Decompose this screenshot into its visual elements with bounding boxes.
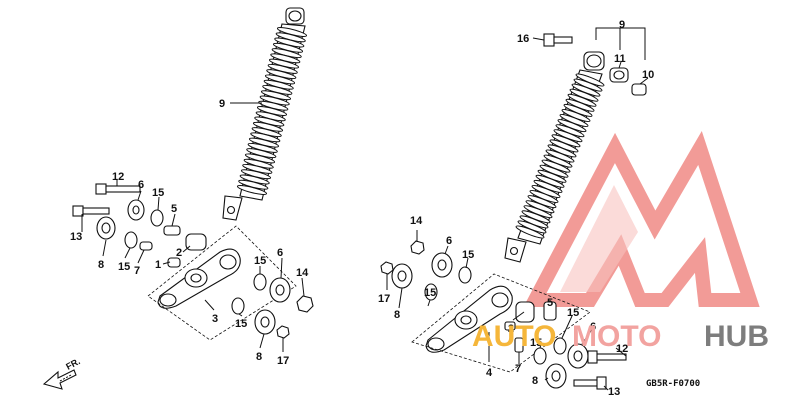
watermark-word-hub: HUB xyxy=(704,320,769,353)
label-nut-left: 14 xyxy=(296,267,309,279)
front-arrow-icon xyxy=(42,369,77,390)
bolt-12-left xyxy=(95,183,141,195)
label-seal-d-left: 15 xyxy=(235,318,247,330)
label-collar-a-left: 6 xyxy=(138,179,144,191)
label-bush-a-left: 5 xyxy=(171,203,177,215)
seal-15-left xyxy=(150,209,164,227)
left-assembly: 9 12 13 6 15 5 8 15 7 1 2 15 6 14 3 15 8… xyxy=(70,7,314,367)
link-3-left xyxy=(157,233,241,309)
label-collar-b-left: 2 xyxy=(176,247,182,259)
label-nut-14-right: 14 xyxy=(410,215,423,227)
label-bush-11-right: 11 xyxy=(614,53,626,65)
bush-10-right xyxy=(631,83,647,96)
shock-absorber-left xyxy=(222,7,308,221)
label-cap-8b-right: 8 xyxy=(532,375,538,387)
label-collar-6b-right: 6 xyxy=(590,321,596,333)
label-bush-b-left: 1 xyxy=(155,259,161,271)
label-nut-17-right: 17 xyxy=(378,293,390,305)
front-arrow-label: FR. xyxy=(64,356,81,372)
shock-absorber-right xyxy=(504,51,605,263)
label-shock-group-right: 9 xyxy=(619,19,625,31)
nut-17-right xyxy=(380,261,394,275)
bolt-13-left xyxy=(72,205,110,217)
label-bolt-right: 16 xyxy=(517,33,529,45)
nut-17-left xyxy=(276,325,290,339)
label-bush-10-right: 10 xyxy=(642,69,654,81)
label-bolt-upper-left: 12 xyxy=(112,171,124,183)
label-bolt-12-right: 12 xyxy=(616,343,628,355)
bolt-12-right xyxy=(587,350,627,364)
label-cap-a-left: 8 xyxy=(98,259,104,271)
label-cap-b-left: 6 xyxy=(277,247,283,259)
seal-15c-left xyxy=(253,273,267,291)
label-pin-left: 7 xyxy=(134,265,140,277)
label-seal-15c-right: 15 xyxy=(567,307,579,319)
part-code: GB5R-F0700 xyxy=(646,379,700,389)
label-cap-8a-right: 8 xyxy=(394,309,400,321)
bolt-16-right xyxy=(543,33,573,47)
label-bolt-lower-left: 13 xyxy=(70,231,82,243)
seal-15b-left xyxy=(124,231,138,249)
watermark-text: AUTO MOTO HUB xyxy=(472,320,769,353)
link-4-right xyxy=(425,285,557,353)
watermark-word-moto: MOTO xyxy=(572,320,661,353)
label-nut-b-left: 17 xyxy=(277,355,289,367)
label-shock-left: 9 xyxy=(219,98,225,110)
nut-14-right xyxy=(410,240,425,255)
label-collar-2-right: 2 xyxy=(508,323,514,335)
bush-5-left xyxy=(163,225,181,236)
label-link-left: 3 xyxy=(212,313,218,325)
nut-14-left xyxy=(296,295,314,313)
pin-7-left xyxy=(139,241,153,251)
seal-15b-right xyxy=(424,283,438,301)
seal-15d-left xyxy=(231,297,245,315)
label-pin-7-right: 7 xyxy=(515,363,521,375)
label-cap-c-left: 8 xyxy=(256,351,262,363)
right-assembly: 16 9 11 10 14 6 15 17 15 8 2 4 7 5 15 6 … xyxy=(378,19,654,398)
label-seal-15d-right: 15 xyxy=(530,337,542,349)
automotohub-logo-icon xyxy=(523,131,760,307)
bolt-13-right xyxy=(573,376,607,390)
label-seal-15b-right: 15 xyxy=(424,287,436,299)
label-link-4-right: 4 xyxy=(486,367,493,379)
watermark-word-auto: AUTO xyxy=(472,320,556,353)
label-seal-a-left: 15 xyxy=(152,187,164,199)
seal-15a-right xyxy=(458,266,472,284)
label-collar-6-right: 6 xyxy=(446,235,452,247)
label-seal-c-left: 15 xyxy=(254,255,266,267)
label-seal-b-left: 15 xyxy=(118,261,130,273)
seal-15d-right xyxy=(553,337,567,355)
label-bush-5-right: 5 xyxy=(547,297,553,309)
label-seal-15a-right: 15 xyxy=(462,249,474,261)
label-bolt-13-right: 13 xyxy=(608,386,620,398)
